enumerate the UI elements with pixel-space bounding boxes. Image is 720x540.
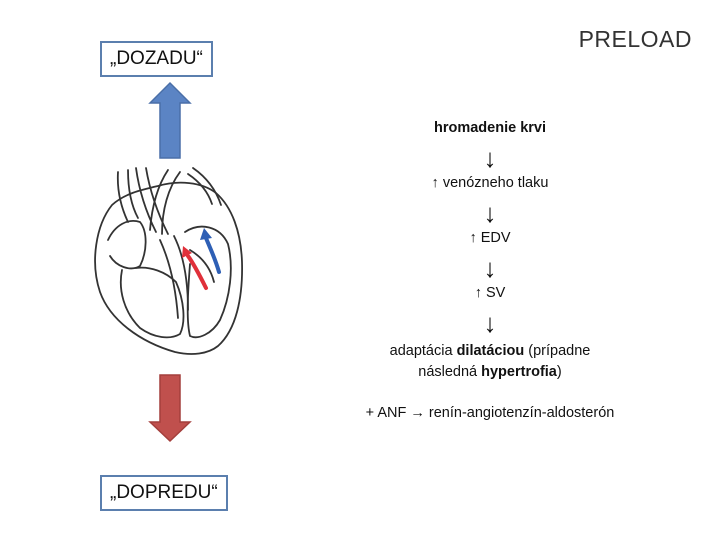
flow-down-arrow-3: ↓ (483, 253, 497, 283)
right-arrow-icon: → (410, 405, 425, 421)
flow-step-5-text-d: následná (418, 364, 482, 380)
flow-step-6-raas: renín-angiotenzín-aldosterón (424, 405, 615, 421)
flow-step-1: hromadenie krvi (433, 120, 546, 136)
flow-step-5-dilatation: dilatáciou (456, 343, 525, 359)
backward-label: „DOZADU“ (100, 41, 213, 77)
flow-step-4: ↑ SV (474, 285, 506, 301)
flow-step-6: + ANF → renín-angiotenzín-aldosterón (320, 405, 660, 421)
flow-step-6-anf: + ANF (365, 405, 411, 421)
flow-step-5-text-a: adaptácia (389, 343, 457, 359)
flow-down-arrow-4: ↓ (483, 308, 497, 338)
flow-step-5-text-c: (prípadne (524, 343, 591, 359)
heart-flow-arrows (182, 228, 221, 290)
flow-step-5-hypertrophy: hypertrofia (481, 364, 557, 380)
flow-step-2: ↑ venózneho tlaku (431, 175, 549, 191)
forward-arrow (148, 374, 192, 443)
flow-step-5-text-f: ) (556, 364, 562, 380)
flow-step-5: adaptácia dilatáciou (prípadne následná … (330, 341, 650, 383)
flow-down-arrow-2: ↓ (483, 198, 497, 228)
page-title: PRELOAD (578, 26, 692, 52)
forward-label: „DOPREDU“ (100, 475, 228, 511)
flow-down-arrow-1: ↓ (483, 143, 497, 173)
backward-arrow (148, 81, 192, 159)
heart-illustration (94, 167, 243, 355)
flow-step-3: ↑ EDV (469, 230, 511, 246)
